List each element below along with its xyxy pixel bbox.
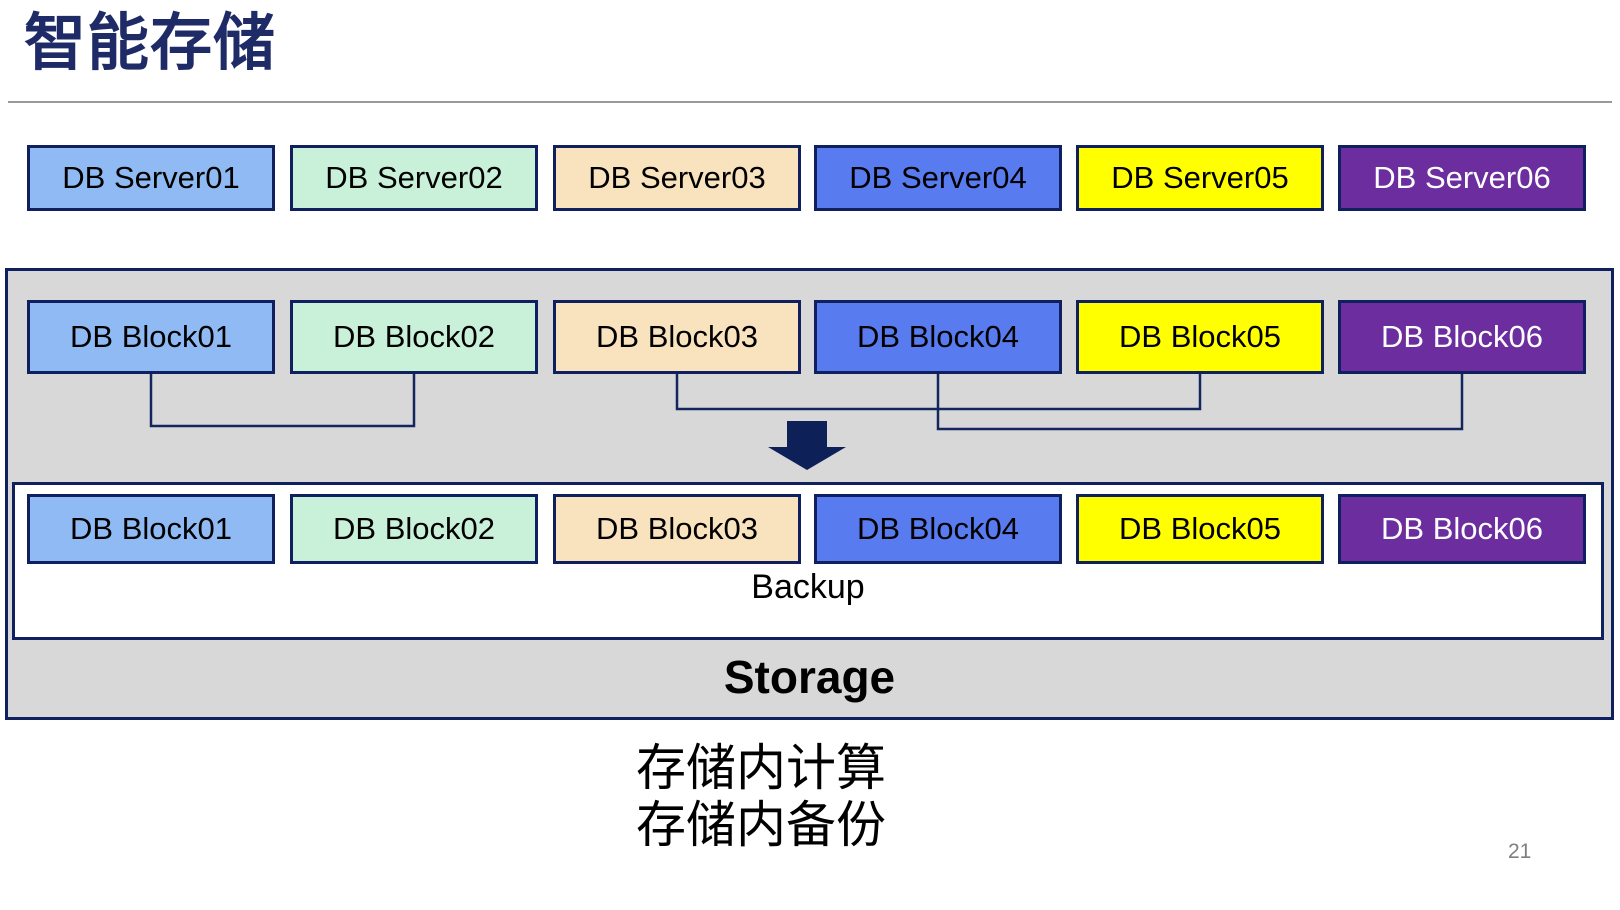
db-server-box: DB Server01 <box>27 145 275 211</box>
db-block-box: DB Block04 <box>814 300 1062 374</box>
db-block-box: DB Block03 <box>553 494 801 564</box>
db-block-box: DB Block05 <box>1076 494 1324 564</box>
db-block-box: DB Block02 <box>290 494 538 564</box>
storage-label: Storage <box>723 651 896 703</box>
db-block-box: DB Block06 <box>1338 300 1586 374</box>
db-block-box: DB Block05 <box>1076 300 1324 374</box>
caption-block: 存储内计算 存储内备份 <box>636 740 886 854</box>
db-block-box: DB Block01 <box>27 494 275 564</box>
db-block-box: DB Block01 <box>27 300 275 374</box>
caption-line-backup: 存储内备份 <box>636 797 886 853</box>
db-server-box: DB Server04 <box>814 145 1062 211</box>
db-server-box: DB Server02 <box>290 145 538 211</box>
db-server-box: DB Server05 <box>1076 145 1324 211</box>
db-server-box: DB Server06 <box>1338 145 1586 211</box>
page-title: 智能存储 <box>24 9 277 78</box>
db-block-box: DB Block02 <box>290 300 538 374</box>
db-server-box: DB Server03 <box>553 145 801 211</box>
db-block-box: DB Block04 <box>814 494 1062 564</box>
title-divider <box>8 101 1612 103</box>
db-block-box: DB Block03 <box>553 300 801 374</box>
db-block-box: DB Block06 <box>1338 494 1586 564</box>
page-number: 21 <box>1508 840 1532 863</box>
backup-label: Backup <box>751 568 865 606</box>
caption-line-compute: 存储内计算 <box>636 740 886 796</box>
